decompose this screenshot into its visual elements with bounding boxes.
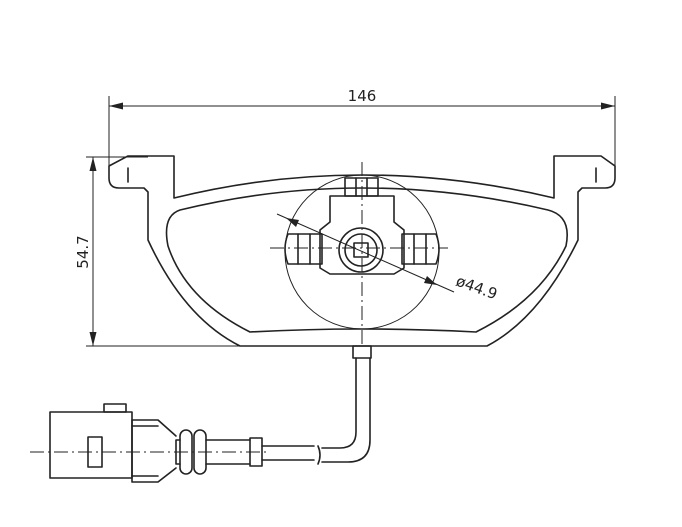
- sensor-wire-inner: [321, 357, 357, 449]
- sensor-cable: [261, 445, 315, 461]
- height-label: 54.7: [74, 235, 92, 268]
- diameter-leader-line: [276, 213, 455, 293]
- width-label: 146: [348, 87, 377, 105]
- diameter-label: ø44.9: [454, 272, 500, 303]
- diameter-arrow-right: [424, 276, 437, 285]
- width-arrow-right: [601, 102, 615, 110]
- sensor-mount: [352, 345, 372, 359]
- clip-right-slots: [413, 233, 427, 265]
- cable-section: [205, 439, 251, 465]
- width-dimension: 146: [108, 87, 616, 170]
- height-arrow-top: [89, 157, 97, 171]
- connector-housing: [49, 411, 133, 479]
- clip-right-arm: [401, 233, 440, 265]
- clip-left-arm: [284, 233, 323, 265]
- centre-boss-outer: [338, 227, 384, 273]
- clip-left-slots: [297, 233, 311, 265]
- wire-break-mark: [317, 445, 321, 465]
- connector-boot: [131, 419, 177, 483]
- centre-clip: [284, 177, 440, 275]
- centre-boss-inner: [344, 233, 378, 267]
- width-arrow-left: [109, 102, 123, 110]
- clip-body: [319, 195, 405, 275]
- height-arrow-bottom: [89, 332, 97, 346]
- connector-boot-lines: [131, 425, 159, 477]
- friction-lining-outline: [165, 187, 568, 333]
- diameter-arrow-left: [286, 218, 299, 227]
- height-dimension: 54.7: [74, 156, 240, 347]
- clip-top-slots: [355, 177, 368, 197]
- centre-square: [353, 242, 369, 258]
- connector-latch: [103, 403, 127, 413]
- sensor-wire-outer: [321, 357, 371, 463]
- wear-sensor: [30, 345, 372, 483]
